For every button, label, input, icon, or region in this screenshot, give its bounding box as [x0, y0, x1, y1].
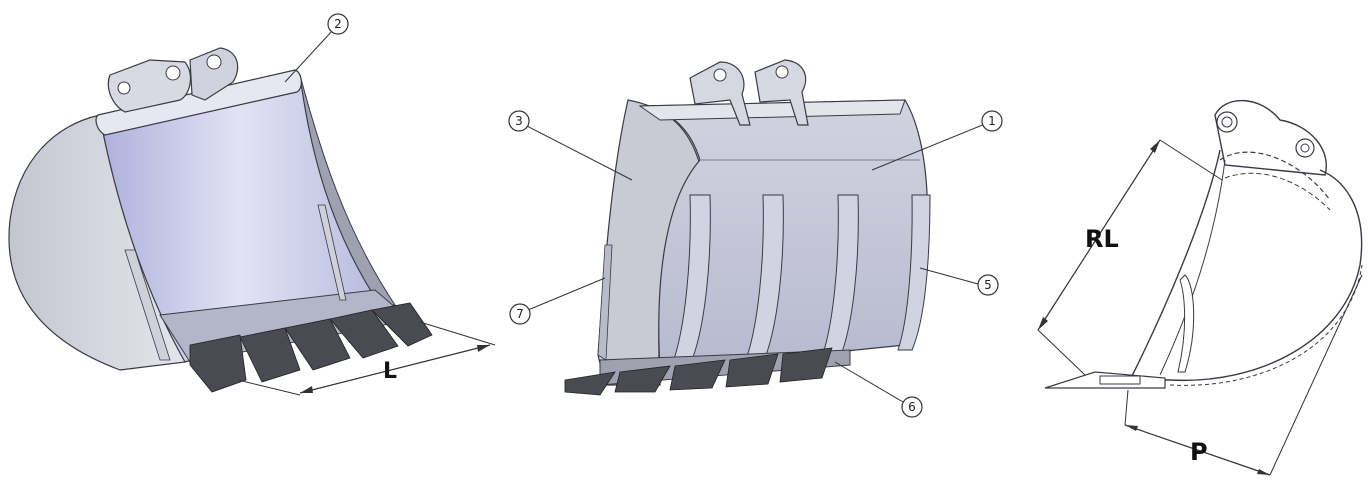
dimension-RL: RL [1037, 139, 1223, 376]
dimension-P: P [1124, 274, 1363, 476]
bucket-top-tube [95, 69, 302, 136]
mounting-ear-mid-right [754, 59, 809, 126]
mounting-ear-mid-left [689, 61, 751, 126]
callout-7: 7 [509, 277, 606, 325]
dimension-L: L [237, 321, 496, 396]
callout-2-label: 2 [334, 17, 342, 31]
callout-1: 1 [871, 110, 1003, 171]
wear-strips [671, 194, 931, 366]
dimension-RL-label: RL [1085, 225, 1119, 253]
bucket-side-strip [124, 249, 171, 361]
bucket-back-view [564, 59, 931, 396]
callout-5-label: 5 [984, 278, 992, 292]
bucket-back-shell [639, 99, 929, 371]
callout-5: 5 [919, 267, 999, 296]
callout-3: 3 [508, 110, 633, 181]
callout-1-label: 1 [988, 114, 996, 128]
bucket-teeth-mid [564, 347, 833, 396]
callout-2: 2 [284, 13, 349, 83]
dimension-L-label: L [383, 359, 397, 384]
mounting-ear-right [189, 47, 239, 101]
callout-3-label: 3 [515, 114, 523, 128]
bucket-side-profile [1044, 99, 1363, 389]
callout-6: 6 [834, 361, 923, 418]
profile-shell [1128, 149, 1363, 382]
profile-ear [1214, 99, 1327, 176]
callout-6-label: 6 [908, 400, 916, 414]
bucket-teeth [189, 302, 433, 393]
bucket-front-view [8, 47, 433, 393]
callout-7-label: 7 [516, 307, 524, 321]
dimension-P-label: P [1190, 438, 1208, 466]
